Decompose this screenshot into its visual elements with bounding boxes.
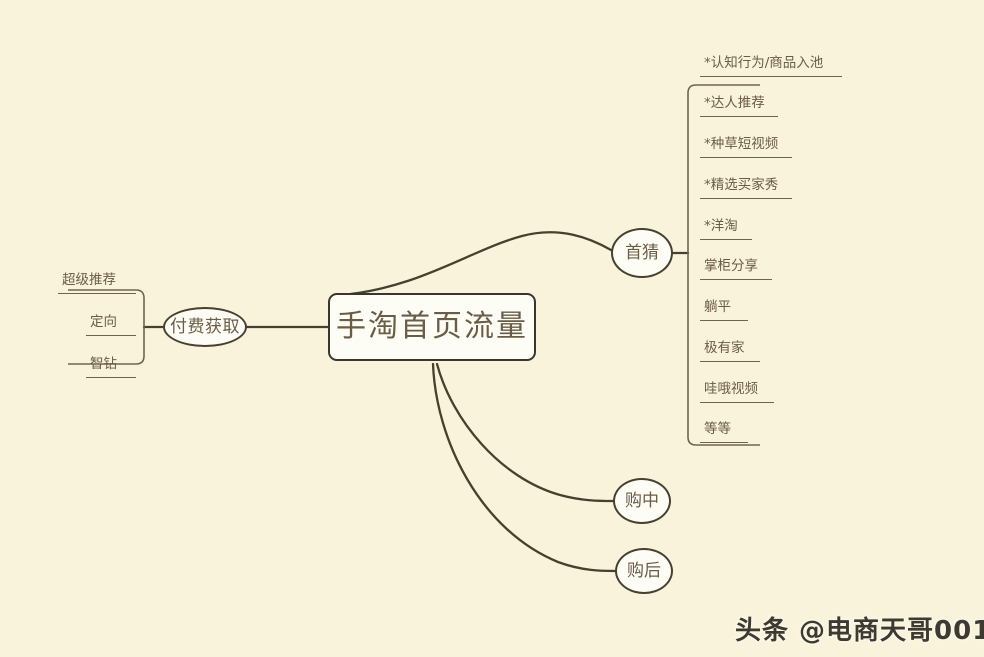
list-item-shoucai-1[interactable]: *达人推荐 <box>700 95 778 118</box>
list-item-shoucai-1-label: *达人推荐 <box>704 95 765 111</box>
list-item-shoucai-0-label: *认知行为/商品入池 <box>704 55 824 71</box>
list-item-shoucai-8[interactable]: 哇哦视频 <box>700 381 774 404</box>
edge-center-to-gouhou <box>431 362 617 573</box>
list-item-underline <box>700 319 748 322</box>
list-item-left-2-label: 智钻 <box>90 356 117 372</box>
edge-center-to-shoucai <box>339 231 613 297</box>
list-item-shoucai-3-label: *精选买家秀 <box>704 177 779 193</box>
list-item-underline <box>86 376 136 379</box>
center-node[interactable]: 手淘首页流量 <box>328 293 536 361</box>
list-item-underline <box>700 115 778 118</box>
list-item-underline <box>700 156 792 159</box>
node-gouzhong-label: 购中 <box>625 490 659 511</box>
node-shoucai[interactable]: 首猜 <box>611 228 673 278</box>
list-item-left-2[interactable]: 智钻 <box>86 356 136 379</box>
list-item-left-0-label: 超级推荐 <box>62 272 116 288</box>
list-item-shoucai-5[interactable]: 掌柜分享 <box>700 258 772 281</box>
node-gouhou-label: 购后 <box>627 560 661 581</box>
edge-center-to-gouzhong <box>435 362 615 503</box>
list-item-shoucai-2[interactable]: *种草短视频 <box>700 136 792 159</box>
list-item-underline <box>700 197 792 200</box>
watermark: 头条 @电商天哥001 <box>735 616 984 646</box>
list-item-shoucai-7-label: 极有家 <box>704 340 745 356</box>
list-item-underline <box>58 292 136 295</box>
list-item-underline <box>700 238 752 241</box>
list-item-underline <box>700 75 842 78</box>
list-item-underline <box>700 401 774 404</box>
list-item-left-1[interactable]: 定向 <box>86 314 136 337</box>
list-item-underline <box>700 278 772 281</box>
list-item-shoucai-4-label: *洋淘 <box>704 218 738 234</box>
list-item-shoucai-0[interactable]: *认知行为/商品入池 <box>700 55 842 78</box>
list-item-left-1-label: 定向 <box>90 314 117 330</box>
list-item-shoucai-8-label: 哇哦视频 <box>704 381 758 397</box>
node-shoucai-label: 首猜 <box>625 242 659 263</box>
list-item-shoucai-3[interactable]: *精选买家秀 <box>700 177 792 200</box>
list-item-shoucai-6-label: 躺平 <box>704 299 731 315</box>
node-paid-acquisition-label: 付费获取 <box>170 316 240 337</box>
list-item-shoucai-9[interactable]: 等等 <box>700 421 748 444</box>
list-item-underline <box>700 360 760 363</box>
list-item-shoucai-2-label: *种草短视频 <box>704 136 779 152</box>
center-node-label: 手淘首页流量 <box>336 309 528 344</box>
list-item-underline <box>86 334 136 337</box>
list-item-shoucai-6[interactable]: 躺平 <box>700 299 748 322</box>
list-item-shoucai-7[interactable]: 极有家 <box>700 340 760 363</box>
list-item-underline <box>700 441 748 444</box>
list-item-shoucai-4[interactable]: *洋淘 <box>700 218 752 241</box>
list-item-shoucai-5-label: 掌柜分享 <box>704 258 758 274</box>
list-item-shoucai-9-label: 等等 <box>704 421 731 437</box>
list-item-left-0[interactable]: 超级推荐 <box>58 272 136 295</box>
node-paid-acquisition[interactable]: 付费获取 <box>163 307 247 347</box>
node-gouzhong[interactable]: 购中 <box>613 478 671 524</box>
node-gouhou[interactable]: 购后 <box>615 548 673 594</box>
